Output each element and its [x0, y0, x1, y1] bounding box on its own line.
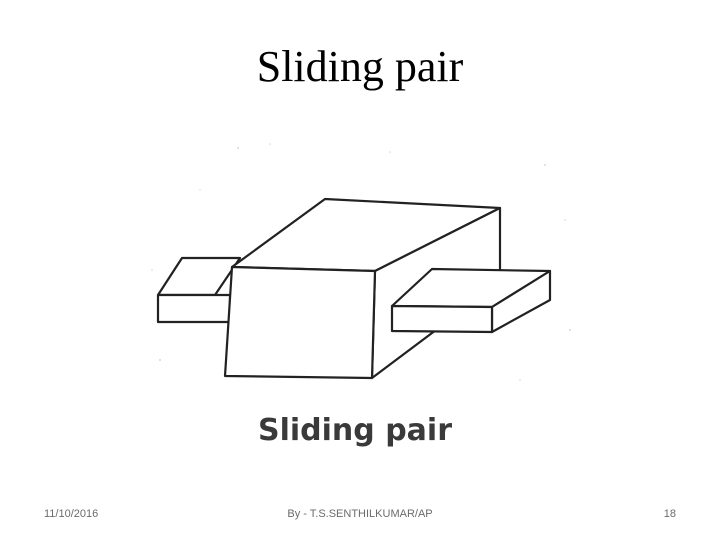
- footer-date: 11/10/2016: [44, 508, 99, 520]
- sliding-pair-diagram: Sliding pair: [151, 143, 571, 448]
- slide-title: Sliding pair: [256, 42, 464, 91]
- footer-page-number: 18: [663, 508, 676, 520]
- footer-author: By - T.S.SENTHILKUMAR/AP: [287, 508, 433, 520]
- left-guide-front-face: [156, 293, 232, 324]
- scan-speckle: [151, 143, 571, 381]
- left-guide-top-face: [156, 256, 242, 297]
- sliding-pair-shapes: [156, 197, 552, 380]
- block-front-face: [223, 265, 377, 380]
- right-guide-front-face: [390, 304, 494, 334]
- figure-caption: Sliding pair: [258, 413, 452, 448]
- sliding-pair-figure: Sliding pair: [140, 130, 590, 460]
